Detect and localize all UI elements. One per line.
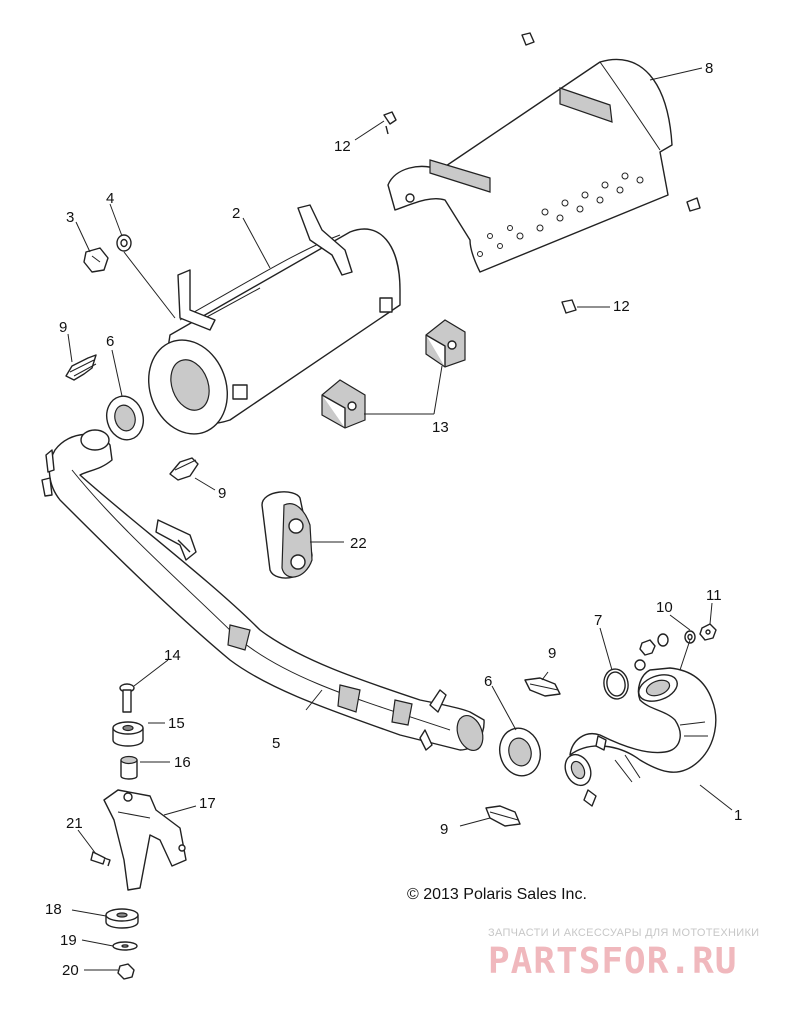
washer-part-19 — [112, 941, 138, 951]
y-pipe-part-1 — [564, 659, 717, 807]
bracket-part-17 — [103, 789, 187, 891]
callout-18: 18 — [45, 901, 62, 918]
copyright-text: © 2013 Polaris Sales Inc. — [407, 886, 587, 903]
callout-1: 1 — [734, 807, 742, 824]
callout-9-d: 9 — [440, 821, 448, 838]
callout-14: 14 — [164, 647, 181, 664]
rubber-mount-part-13-a — [321, 379, 366, 429]
seal-ring-part-7 — [603, 668, 629, 700]
spring-part-9-a — [65, 354, 97, 381]
callout-6-b: 6 — [484, 673, 492, 690]
bolt-part-12-lower — [561, 299, 577, 314]
callout-12-upper: 12 — [334, 138, 351, 155]
callout-15: 15 — [168, 715, 185, 732]
rubber-mount-part-13-b — [425, 319, 466, 368]
callout-9-b: 9 — [218, 485, 226, 502]
muffler-part-2 — [147, 204, 401, 435]
callout-22: 22 — [350, 535, 367, 552]
callout-7: 7 — [594, 612, 602, 629]
spring-part-9-d — [485, 805, 521, 827]
callout-5: 5 — [272, 735, 280, 752]
watermark-brand: PARTSFOR.RU — [488, 941, 738, 982]
leader-lines — [67, 67, 733, 971]
gasket-part-6-a — [106, 395, 144, 441]
washer-part-10 — [657, 630, 696, 647]
callout-21: 21 — [66, 815, 83, 832]
callout-8: 8 — [705, 60, 713, 77]
bushing-part-16 — [120, 755, 138, 780]
callout-19: 19 — [60, 932, 77, 949]
heat-shield-part-8 — [387, 58, 673, 273]
callout-6-a: 6 — [106, 333, 114, 350]
callout-13: 13 — [432, 419, 449, 436]
callout-16: 16 — [174, 754, 191, 771]
nut-part-11 — [699, 623, 717, 641]
hanger-rod — [155, 519, 197, 561]
bolt-part-12-upper — [383, 111, 397, 135]
callout-10: 10 — [656, 599, 673, 616]
bolt-part-21 — [90, 851, 111, 867]
gasket-part-6-b — [499, 727, 541, 777]
washer-part-4 — [116, 234, 132, 252]
bolt-part-14 — [119, 683, 135, 713]
callout-labels: 8 12 12 2 3 4 9 6 9 13 22 5 6 9 7 10 11 … — [45, 60, 742, 979]
grommet-part-18 — [105, 908, 139, 929]
grommet-part-15 — [112, 721, 144, 747]
nut-part-11-b — [639, 639, 656, 656]
callout-3: 3 — [66, 209, 74, 226]
bolt-top — [521, 32, 535, 46]
bolt-right — [686, 197, 701, 212]
callout-11: 11 — [706, 587, 722, 604]
callout-12-lower: 12 — [613, 298, 630, 315]
nut-part-20 — [117, 963, 135, 980]
bolt-part-3 — [83, 247, 109, 273]
callout-4: 4 — [106, 190, 114, 207]
head-pipe-part-5 — [41, 429, 485, 752]
callout-9-c: 9 — [548, 645, 556, 662]
spring-part-9-b — [169, 457, 199, 481]
spring-part-9-c — [524, 677, 561, 697]
callout-2: 2 — [232, 205, 240, 222]
isolator-part-22 — [261, 491, 313, 579]
callout-20: 20 — [62, 962, 79, 979]
callout-9-a: 9 — [59, 319, 67, 336]
watermark-tagline: ЗАПЧАСТИ И АКСЕССУАРЫ ДЛЯ МОТОТЕХНИКИ — [488, 927, 760, 939]
callout-17: 17 — [199, 795, 216, 812]
